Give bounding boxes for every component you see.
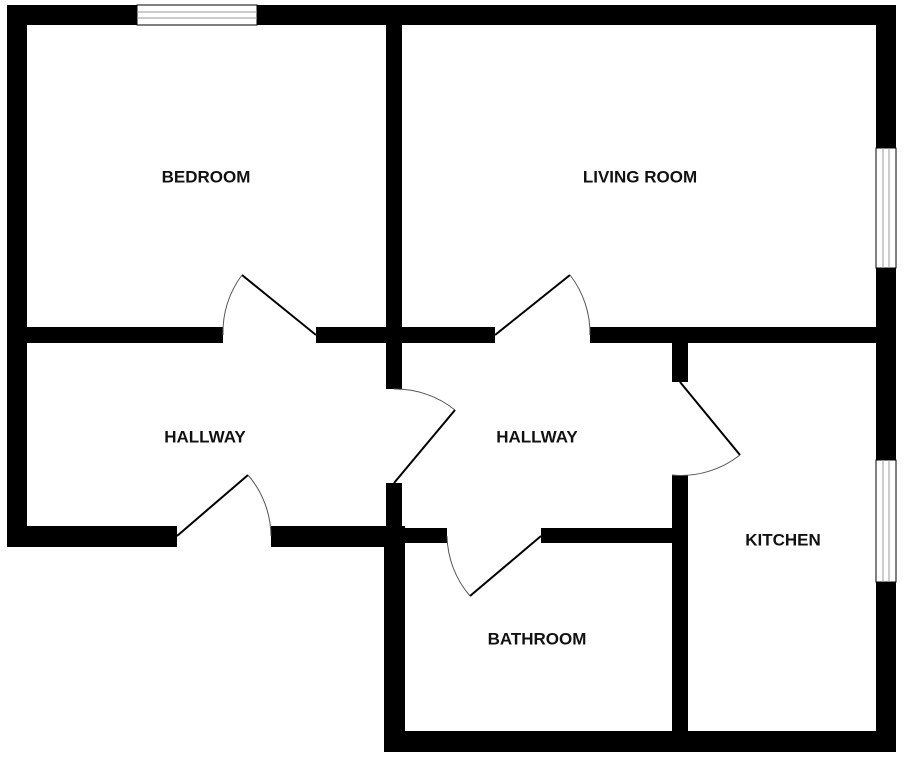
- window-bedroom: [136, 4, 258, 26]
- window-kitchen: [875, 459, 897, 583]
- wall-bedroom-hall-a: [7, 327, 223, 343]
- wall-living-hall: [590, 327, 896, 343]
- room-label-hallway-right: HALLWAY: [496, 427, 578, 446]
- wall-kitchen-bath: [672, 475, 688, 735]
- wall-right-upper: [876, 5, 896, 148]
- door-living-room: [494, 274, 591, 336]
- wall-left: [7, 5, 27, 547]
- door-hallway-divider: [393, 388, 456, 484]
- wall-bathroom-left: [384, 526, 405, 752]
- wall-bedroom-living: [386, 5, 402, 389]
- door-entrance: [176, 474, 272, 537]
- wall-bedroom-hall-b: [316, 327, 495, 343]
- room-label-hallway-left: HALLWAY: [164, 427, 246, 446]
- door-kitchen: [671, 381, 741, 476]
- wall-bottom-left-b: [271, 526, 393, 547]
- wall-hall-bath-b: [541, 528, 688, 543]
- door-bedroom: [222, 274, 317, 336]
- wall-bottom-left-a: [7, 526, 177, 547]
- door-bathroom: [446, 535, 542, 597]
- wall-right-lower: [876, 582, 896, 752]
- wall-right-mid: [876, 268, 896, 460]
- room-label-kitchen: KITCHEN: [745, 530, 821, 549]
- room-label-bedroom: BEDROOM: [162, 167, 251, 186]
- room-label-living-room: LIVING ROOM: [583, 167, 697, 186]
- interior-walls: [7, 5, 896, 735]
- wall-bottom: [384, 731, 896, 752]
- wall-kitchen-stub: [672, 343, 688, 382]
- exterior-walls: [7, 5, 896, 752]
- room-label-bathroom: BATHROOM: [488, 629, 587, 648]
- window-living-room: [875, 147, 897, 269]
- wall-hall-bath-a: [386, 528, 447, 543]
